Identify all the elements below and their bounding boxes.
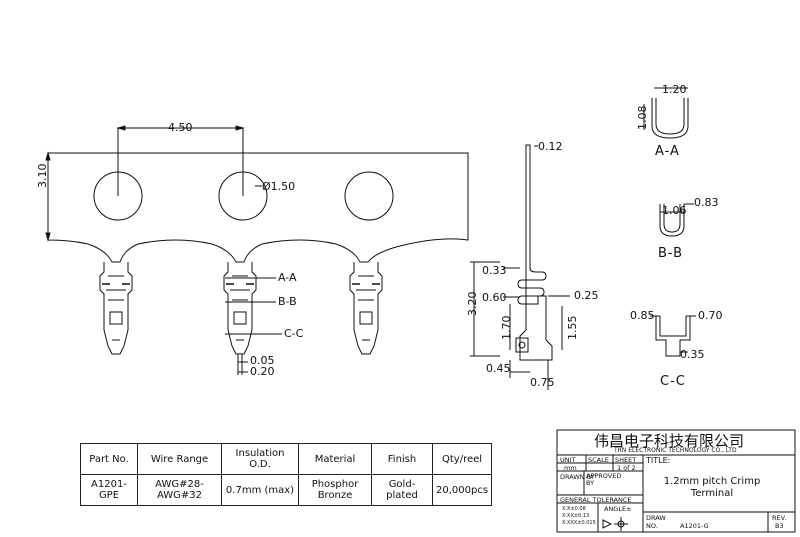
section-lines [225,277,282,335]
spec-cell: AWG#28-AWG#32 [137,474,222,506]
angle-label: ANGLE± [604,505,632,513]
pilot-hole [344,171,394,221]
title-label: TITLE: [646,456,671,465]
dim-060: 0.60 [482,291,507,304]
dim-033: 0.33 [482,264,507,277]
cc-left: 0.85 [630,309,655,322]
section-aa-title: A-A [655,144,680,159]
title-block [556,429,796,533]
spec-header: Insulation O.D. [221,443,299,475]
dim-045: 0.45 [486,362,511,375]
spec-header-row: Part No. Wire Range Insulation O.D. Mate… [80,443,493,475]
sheet-value: 1 of 2 [617,464,636,472]
spec-header: Finish [371,443,433,475]
bb-width: 1.06 [662,204,687,217]
bb-right: 0.83 [694,196,719,209]
section-bb-title: B-B [658,246,684,261]
spec-data-row: A1201-GPE AWG#28-AWG#32 0.7mm (max) Phos… [80,474,493,506]
section-cc-marker: C-C [284,327,304,340]
spec-header: Qty/reel [431,443,493,475]
draw-no-label: DRAW NO. [646,514,666,530]
terminal-contact [223,262,257,355]
dim-025: 0.25 [574,289,599,302]
side-view [470,144,570,390]
section-aa [643,87,689,139]
dim-320: 3.20 [466,291,479,317]
aa-width: 1.20 [662,83,687,96]
tolerance-1: X.X±0.08 [562,506,586,512]
cc-right: 0.70 [698,309,723,322]
drawn-by-label: DRAWN BY [560,473,595,481]
spec-cell: 20,000pcs [431,474,493,506]
rev-label: REV. [772,514,787,522]
dim-155: 1.55 [566,315,579,341]
spec-header: Part No. [80,443,138,475]
spec-header: Material [298,443,372,475]
dim-170: 1.70 [500,315,513,341]
spec-cell: Phosphor Bronze [298,474,372,506]
drawing-title: 1.2mm pitch Crimp Terminal [663,476,761,499]
aa-height: 1.08 [636,105,649,131]
spec-cell: A1201-GPE [80,474,138,506]
tolerance-2: X.XX±0.13 [562,513,590,519]
tip-dimensions [237,354,248,375]
terminal-contact [349,262,383,355]
section-bb [659,203,694,237]
section-cc-title: C-C [660,374,686,389]
spec-cell: Gold-plated [371,474,433,506]
approved-by-label: APPROVED BY [586,472,622,487]
section-bb-marker: B-B [278,295,297,308]
carrier-strip [47,152,469,263]
scale-label: SCALE [588,456,609,464]
cc-bottom: 0.35 [680,348,705,361]
spec-table: Part No. Wire Range Insulation O.D. Mate… [80,443,493,506]
company-name-cn: 伟昌电子科技有限公司 [594,432,745,450]
draw-no-value: A1201-G [680,522,709,530]
dim-005: 0.05 [250,354,275,367]
dim-075: 0.75 [530,376,555,389]
section-aa-marker: A-A [278,271,297,284]
pitch-dimension [116,125,245,196]
height-dimension [45,151,51,242]
unit-value: mm [564,464,577,472]
hole-dia-label: Ø1.50 [262,180,296,193]
height-label: 3.10 [36,163,49,189]
company-name-en: TRN ELECTRONIC TECHNOLOGY CO., LTD [614,447,737,454]
tolerance-3: X.XXX±0.015 [562,520,596,526]
rev-value: B3 [775,522,784,530]
spec-header: Wire Range [137,443,222,475]
pitch-label: 4.50 [168,121,193,134]
section-cc [650,315,696,357]
unit-label: UNIT [560,456,576,464]
terminal-contact [99,262,133,355]
spec-cell: 0.7mm (max) [221,474,299,506]
dim-020: 0.20 [250,365,275,378]
sheet-label: SHEET [615,456,637,464]
general-tolerance-label: GENERAL TOLERANCE [560,496,632,504]
dim-012: 0.12 [538,140,563,153]
